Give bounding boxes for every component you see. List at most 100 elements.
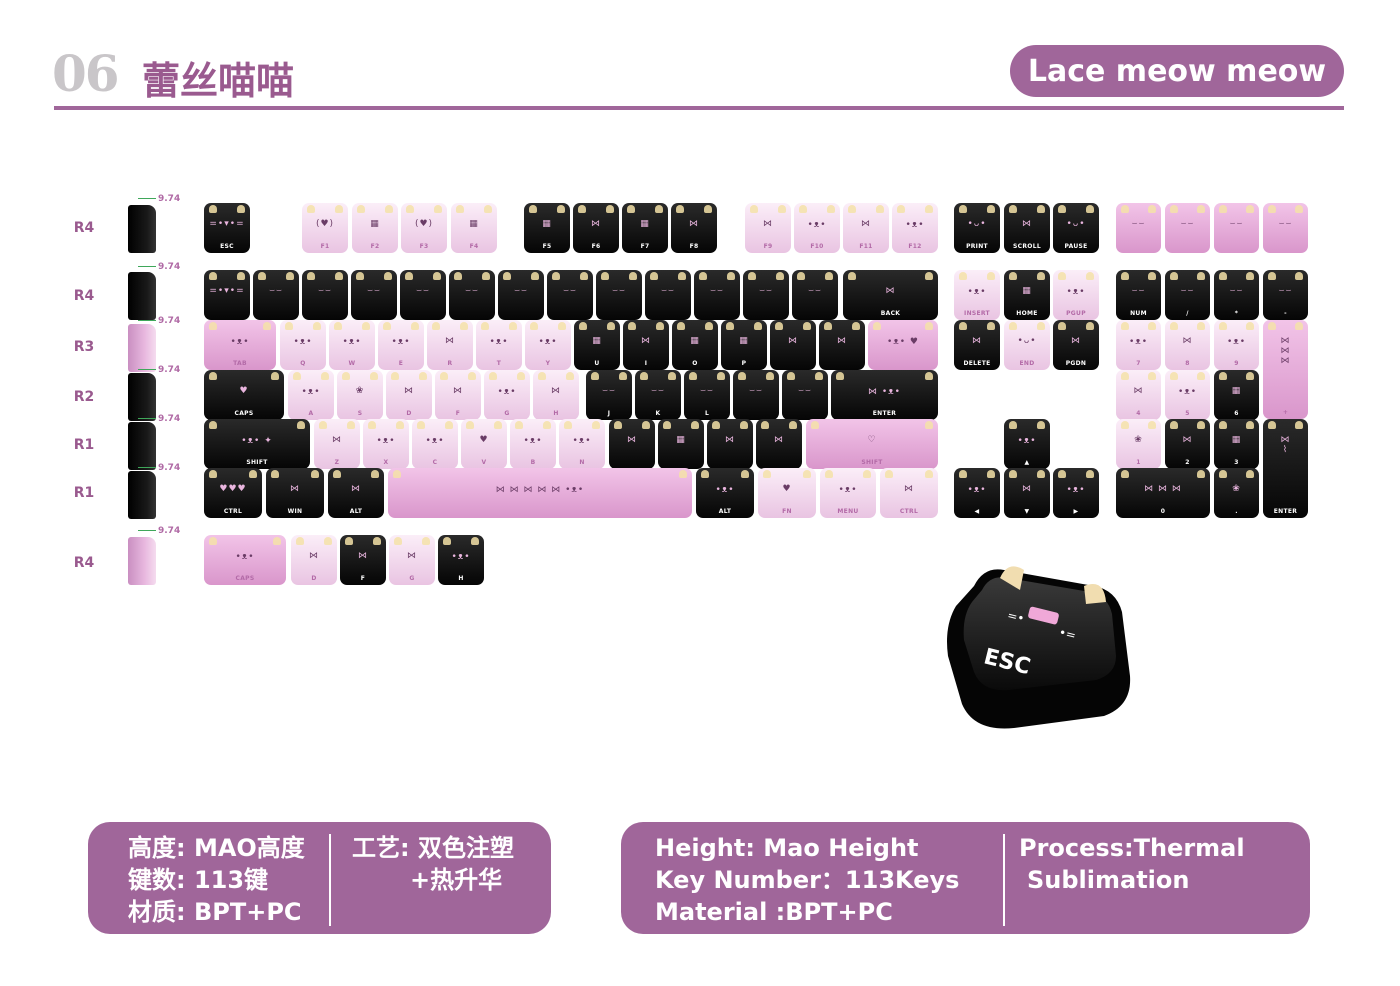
- keycap-space: ⋈ ⋈ ⋈ ⋈ ⋈ •ᴥ•: [388, 468, 692, 518]
- keycap-a: •ᴥ•A: [288, 370, 334, 420]
- keycap-num-4: ⋈4: [1116, 370, 1161, 420]
- keycap-deco: ⌣⌣: [1165, 203, 1210, 253]
- keycap-up: •ᴥ•▲: [1004, 419, 1050, 469]
- info-divider: [329, 834, 331, 926]
- keycap-alt: ⋈ALT: [328, 468, 384, 518]
- keycap-num-5: •ᴥ•5: [1165, 370, 1210, 420]
- keycap-i: ⋈I: [623, 320, 669, 370]
- keycap-pause: •ᴗ•PAUSE: [1053, 203, 1099, 253]
- row-label: R4: [73, 555, 95, 571]
- keycap-fn: ♥FN: [758, 468, 816, 518]
- keycap-quote: ⌣⌣: [782, 370, 828, 420]
- spec-material-en: Material :BPT+PC: [655, 898, 893, 926]
- keycap-esc: =•▾•=ESC: [204, 203, 250, 253]
- keycap-enter: ⋈ •ᴥ•ENTER: [831, 370, 938, 420]
- keycap-f1: (♥)F1: [302, 203, 348, 253]
- height-mark: 9.74: [138, 316, 180, 326]
- profile-keycap: [128, 324, 156, 372]
- section-number: 06: [52, 44, 120, 103]
- spec-process: 工艺: 双色注塑: [352, 834, 514, 862]
- keycap-num-minus: ⌣⌣-: [1263, 270, 1308, 320]
- svg-text:=•: =•: [1006, 608, 1026, 626]
- keycap-left: •ᴥ•◀: [954, 468, 1000, 518]
- row-label: R1: [73, 485, 95, 501]
- keycap-l: ⌣⌣L: [684, 370, 730, 420]
- spec-material: 材质: BPT+PC: [128, 898, 302, 926]
- row-label: R1: [73, 437, 95, 453]
- keycap-y: •ᴥ•Y: [525, 320, 571, 370]
- keycap-v: ♥V: [461, 419, 507, 469]
- row-label: R3: [73, 339, 95, 355]
- keycap-caps: ♥CAPS: [204, 370, 284, 420]
- height-mark: 9.74: [138, 463, 180, 473]
- keycap-lbracket: ⋈: [770, 320, 816, 370]
- keycap-c: •ᴥ•C: [412, 419, 458, 469]
- profile-keycap: [128, 205, 156, 253]
- spec-height: 高度: MAO高度: [128, 834, 305, 862]
- info-panel-cn: 高度: MAO高度 键数: 113键 材质: BPT+PC 工艺: 双色注塑 +…: [88, 822, 551, 934]
- keycap-num-enter: ⋈⌇ENTER: [1263, 419, 1308, 518]
- keycap-deco: ⌣⌣: [1116, 203, 1161, 253]
- keycap-0: ⌣⌣: [694, 270, 740, 320]
- keycap-semicolon: ⌣⌣: [733, 370, 779, 420]
- row-label: R4: [73, 288, 95, 304]
- keycap-r: ⋈R: [427, 320, 473, 370]
- keycap-6: ⌣⌣: [498, 270, 544, 320]
- row-label: R2: [73, 389, 95, 405]
- spec-process-en: Process:Thermal: [1019, 834, 1245, 862]
- keycap-2: ⌣⌣: [302, 270, 348, 320]
- spec-height-en: Height: Mao Height: [655, 834, 919, 862]
- keycap-num-3: ▦3: [1214, 419, 1259, 469]
- keycap-f3: (♥)F3: [401, 203, 447, 253]
- keycap-f4: ▦F4: [451, 203, 497, 253]
- keycap-grave: =•▾•=: [204, 270, 250, 320]
- keycap-extra-caps: •ᴥ•CAPS: [204, 535, 286, 585]
- header-divider: [54, 106, 1344, 110]
- keycap-ctrl-right: ⋈CTRL: [880, 468, 938, 518]
- row-label: R4: [73, 220, 95, 236]
- keycap-f9: ⋈F9: [745, 203, 791, 253]
- keycap-f2: ▦F2: [352, 203, 398, 253]
- keycap-m: ⋈: [609, 419, 655, 469]
- keycap-extra-h: •ᴥ•H: [438, 535, 484, 585]
- keycap-pgdn: ⋈PGDN: [1053, 320, 1099, 370]
- keycap-o: ▦O: [672, 320, 718, 370]
- keycap-e: •ᴥ•E: [378, 320, 424, 370]
- keycap-alt-right: •ᴥ•ALT: [696, 468, 754, 518]
- keycap-w: •ᴥ•W: [329, 320, 375, 370]
- keycap-backslash: •ᴥ• ♥: [868, 320, 938, 370]
- keycap-h: ⋈H: [533, 370, 579, 420]
- keycap-f8: ⋈F8: [671, 203, 717, 253]
- keycap-x: •ᴥ•X: [363, 419, 409, 469]
- keycap-t: •ᴥ•T: [476, 320, 522, 370]
- keycap-minus: ⌣⌣: [743, 270, 789, 320]
- keycap-equal: ⌣⌣: [792, 270, 838, 320]
- keycap-d: ⋈D: [386, 370, 432, 420]
- keycap-num-9: •ᴥ•9: [1214, 320, 1259, 370]
- spec-process-2: +热升华: [410, 866, 503, 894]
- svg-text:•=: •=: [1057, 625, 1077, 643]
- keycap-f10: •ᴥ•F10: [794, 203, 840, 253]
- keycap-ctrl: ♥♥♥CTRL: [204, 468, 262, 518]
- height-mark: 9.74: [138, 194, 180, 204]
- keycap-u: ▦U: [574, 320, 620, 370]
- keycap-end: •ᴗ•END: [1004, 320, 1050, 370]
- keycap-3: ⌣⌣: [351, 270, 397, 320]
- keycap-num-plus: ⋈⋈⋈+: [1263, 320, 1308, 419]
- keycap-rbracket: ⋈: [819, 320, 865, 370]
- keycap-delete: ⋈DELETE: [954, 320, 1000, 370]
- keycap-num-slash: ⌣⌣/: [1165, 270, 1210, 320]
- keycap-period: ⋈: [707, 419, 753, 469]
- keycap-4: ⌣⌣: [400, 270, 446, 320]
- keycap-b: •ᴥ•B: [510, 419, 556, 469]
- keycap-f: ⋈F: [435, 370, 481, 420]
- keycap-num-2: ⋈2: [1165, 419, 1210, 469]
- keycap-num-0: ⋈ ⋈ ⋈0: [1116, 468, 1210, 518]
- keycap-back: ⋈BACK: [843, 270, 938, 320]
- keycap-pgup: •ᴥ•PGUP: [1053, 270, 1099, 320]
- keycap-f7: ▦F7: [622, 203, 668, 253]
- keycap-win: ⋈WIN: [266, 468, 324, 518]
- keycap-f5: ▦F5: [524, 203, 570, 253]
- info-divider: [1003, 834, 1005, 926]
- keycap-9: ⌣⌣: [645, 270, 691, 320]
